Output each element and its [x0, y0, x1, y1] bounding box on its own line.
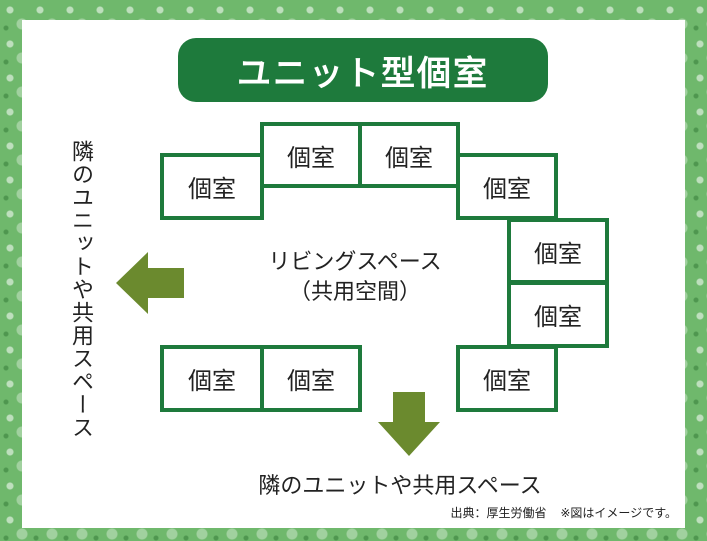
room-right-bottom: 個室	[456, 345, 558, 412]
room-bottom-left-2: 個室	[260, 345, 362, 412]
source-credit: 出典：厚生労働省	[450, 506, 547, 520]
room-top-1: 個室	[260, 122, 362, 188]
page-title: ユニット型個室	[178, 38, 548, 102]
living-space-title: リビングスペース	[268, 250, 442, 275]
room-bottom-left-1: 個室	[160, 345, 264, 412]
living-space-subtitle: （共用空間）	[288, 280, 421, 305]
image-note: ※図はイメージです。	[560, 506, 677, 520]
left-arrow-icon	[116, 252, 184, 314]
room-right-top: 個室	[456, 153, 558, 220]
room-top-2: 個室	[358, 122, 460, 188]
room-right-mid-1: 個室	[507, 218, 609, 284]
room-right-mid-2: 個室	[507, 281, 609, 348]
source-note: 出典：厚生労働省 ※図はイメージです。	[441, 504, 677, 521]
left-neighbor-label: 隣のユニットや共用スペース	[68, 140, 93, 439]
down-arrow-icon	[378, 392, 440, 456]
room-left-top: 個室	[160, 153, 264, 220]
living-space-label: リビングスペース （共用空間）	[230, 248, 480, 308]
bottom-neighbor-label: 隣のユニットや共用スペース	[258, 474, 542, 499]
